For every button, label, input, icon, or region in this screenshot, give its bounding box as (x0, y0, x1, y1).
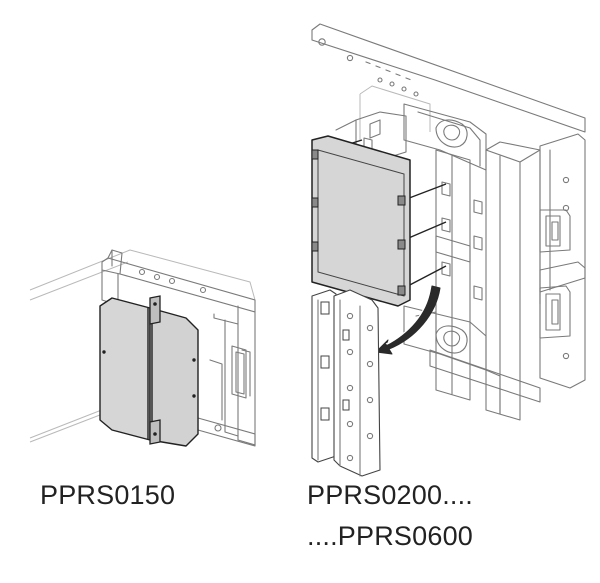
removal-arrow (375, 285, 441, 355)
left-cover-panel (99, 295, 199, 447)
caption-right-line2: ....PPRS0600 (307, 521, 473, 551)
caption-left: PPRS0150 (40, 480, 176, 510)
right-enclosure-frame (311, 23, 586, 421)
left-enclosure-frame (29, 249, 256, 447)
removed-perforated-strips (311, 289, 381, 477)
caption-right-line1: PPRS0200.... (307, 480, 473, 510)
right-cover-panel (311, 135, 411, 307)
